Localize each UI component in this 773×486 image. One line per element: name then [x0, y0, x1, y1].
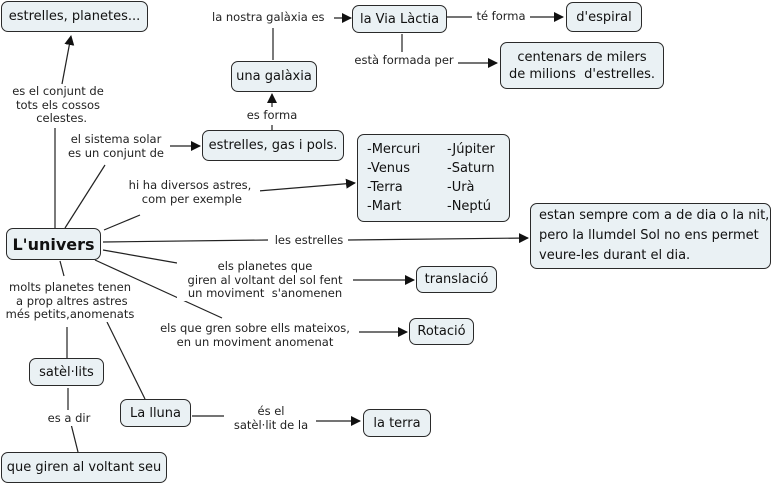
node-estrelles-gas[interactable]: estrelles, gas i pols.: [202, 130, 344, 161]
node-espiral[interactable]: d'espiral: [566, 2, 642, 32]
node-rotacio[interactable]: Rotació: [409, 318, 474, 345]
planet-saturn: -Saturn: [447, 161, 495, 176]
link-es-a-dir: es a dir: [44, 411, 94, 426]
link-diversos-astres: hi ha diversos astres, com per exemple: [120, 178, 260, 206]
node-estrelles-info[interactable]: estan sempre com a de dia o la nit, pero…: [530, 203, 771, 269]
link-te-forma: té forma: [473, 9, 529, 24]
edge-conjunt-estrelles: [61, 35, 75, 85]
node-centenars[interactable]: centenars de milers de milions d'estrell…: [500, 42, 664, 89]
link-planetes-giren: els planetes que giren al voltant del so…: [177, 259, 353, 301]
planet-terra: -Terra: [367, 180, 403, 195]
planet-mercuri: -Mercuri: [367, 142, 421, 157]
edge-univers-lesestrelles: [102, 239, 269, 243]
node-terra[interactable]: la terra: [363, 409, 431, 437]
link-conjunt-cossos: es el conjunt de tots els cossos celeste…: [6, 84, 110, 126]
planet-neptu: -Neptú: [447, 199, 492, 214]
planet-jupiter: -Júpiter: [447, 142, 495, 157]
planet-venus: -Venus: [367, 161, 411, 176]
edge-esadir-giren: [70, 423, 79, 453]
planet-mart: -Mart: [367, 199, 402, 214]
edge-lesestrelles-info: [347, 233, 529, 244]
node-giren[interactable]: que giren al voltant seu: [1, 452, 167, 483]
link-gren-mateixos: els que gren sobre ells mateixos, en un …: [152, 321, 358, 349]
link-nostra-galaxia: la nostra galàxia es: [212, 10, 334, 25]
node-univers[interactable]: L'univers: [6, 228, 101, 260]
link-formada-per: està formada per: [350, 53, 458, 68]
edge-univers-molts: [59, 260, 65, 277]
planet-ura: -Urà: [447, 180, 475, 195]
node-planets-list[interactable]: -Mercuri -Júpiter -Venus -Saturn -Terra …: [357, 134, 510, 222]
link-les-estrelles: les estrelles: [270, 233, 348, 248]
node-galaxia[interactable]: una galàxia: [231, 61, 317, 92]
edge-diversos-planets: [257, 178, 356, 192]
node-translacio[interactable]: translació: [416, 266, 497, 293]
link-es-forma: es forma: [244, 108, 300, 123]
edge-univers-mateixos: [94, 259, 223, 319]
edge-molts-lluna: [106, 321, 146, 400]
node-lluna[interactable]: La lluna: [120, 399, 191, 427]
edge-univers-sistema: [64, 164, 106, 229]
link-sistema-solar: el sistema solar es un conjunt de: [62, 132, 170, 160]
link-molts-planetes: molts planetes tenen a prop altres astre…: [4, 280, 136, 322]
link-satellit-de: és el satèl·lit de la: [226, 404, 316, 432]
node-satellits[interactable]: satèl·lits: [29, 358, 104, 386]
node-estrelles-planetes[interactable]: estrelles, planetes...: [1, 1, 148, 32]
edge-univers-diversos: [103, 214, 141, 231]
node-via-lactia[interactable]: la Via Làctia: [352, 5, 447, 33]
edge-univers-planetesgiren: [102, 249, 178, 264]
